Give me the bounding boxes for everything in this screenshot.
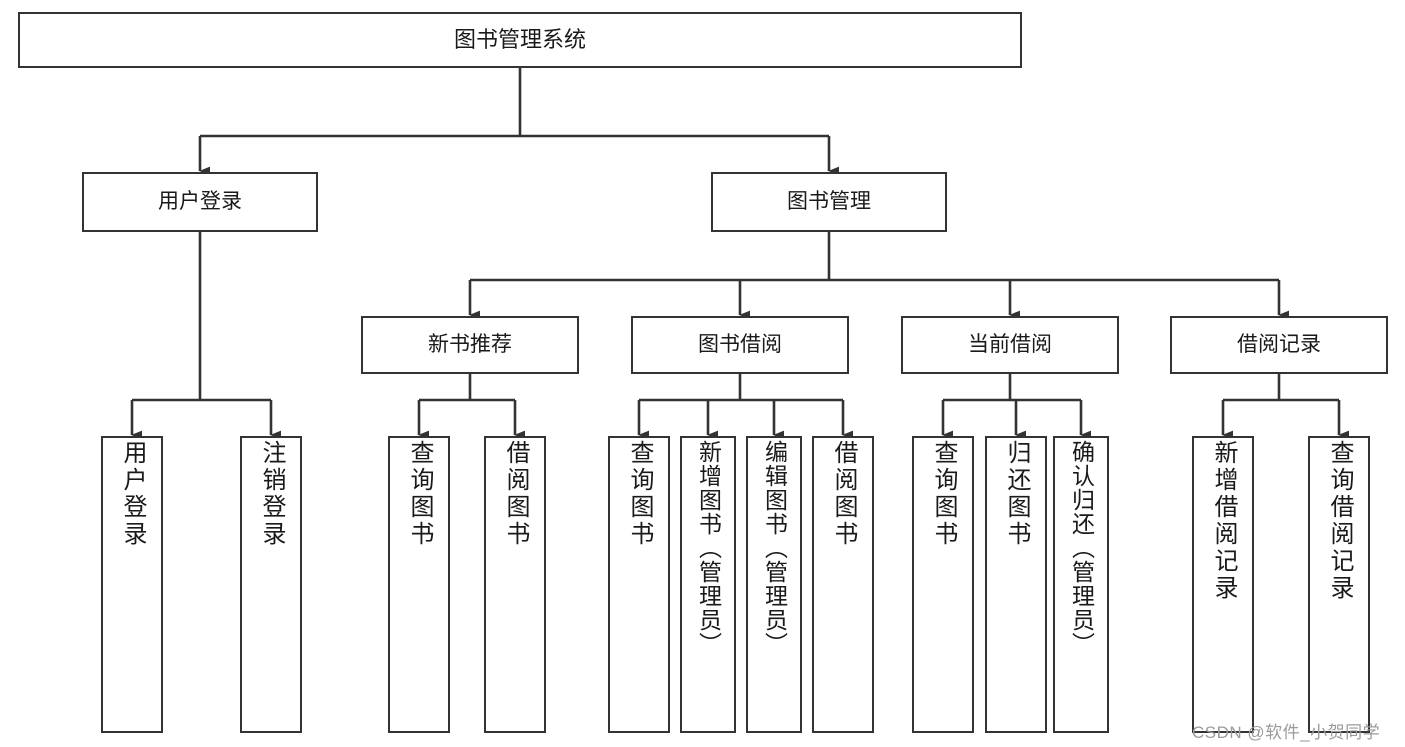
node-leaf-borrow-book[interactable]: 借阅图书 — [812, 436, 874, 733]
node-leaf-logout-login[interactable]: 注销登录 — [240, 436, 302, 733]
node-label: 当前借阅 — [968, 333, 1052, 357]
node-label: 查询图书 — [406, 440, 433, 548]
node-leaf-add-borrow-record[interactable]: 新增借阅记录 — [1192, 436, 1254, 733]
node-leaf-return-book[interactable]: 归还图书 — [985, 436, 1047, 733]
node-root[interactable]: 图书管理系统 — [18, 12, 1022, 68]
node-leaf-query-borrow-record[interactable]: 查询借阅记录 — [1308, 436, 1370, 733]
node-label: 图书借阅 — [698, 333, 782, 357]
node-leaf-confirm-return-admin[interactable]: 确认归还（管理员） — [1053, 436, 1109, 733]
node-current-borrow[interactable]: 当前借阅 — [901, 316, 1119, 374]
node-leaf-query-book-borrow[interactable]: 查询图书 — [608, 436, 670, 733]
node-leaf-add-book-admin[interactable]: 新增图书（管理员） — [680, 436, 736, 733]
node-label: 图书管理系统 — [453, 26, 586, 52]
node-label: 借阅图书 — [830, 440, 857, 548]
node-label: 新增图书（管理员） — [695, 440, 722, 656]
csdn-watermark: CSDN @软件_小贺同学 — [1192, 723, 1381, 742]
node-borrow-records[interactable]: 借阅记录 — [1170, 316, 1388, 374]
node-label: 借阅图书 — [502, 440, 529, 548]
node-leaf-query-book-current[interactable]: 查询图书 — [912, 436, 974, 733]
node-label: 编辑图书（管理员） — [761, 440, 788, 656]
node-book-manage[interactable]: 图书管理 — [711, 172, 947, 232]
node-user-login[interactable]: 用户登录 — [82, 172, 318, 232]
node-new-book-recommend[interactable]: 新书推荐 — [361, 316, 579, 374]
node-label: 注销登录 — [258, 440, 285, 548]
node-book-borrow[interactable]: 图书借阅 — [631, 316, 849, 374]
node-label: 查询图书 — [930, 440, 957, 548]
node-label: 归还图书 — [1003, 440, 1030, 548]
node-label: 新书推荐 — [428, 333, 512, 357]
node-label: 查询图书 — [626, 440, 653, 548]
node-leaf-user-login[interactable]: 用户登录 — [101, 436, 163, 733]
node-leaf-query-book-new[interactable]: 查询图书 — [388, 436, 450, 733]
node-label: 图书管理 — [787, 190, 871, 214]
node-leaf-borrow-book-new[interactable]: 借阅图书 — [484, 436, 546, 733]
node-label: 确认归还（管理员） — [1068, 440, 1095, 656]
node-label: 查询借阅记录 — [1326, 440, 1353, 602]
node-label: 新增借阅记录 — [1210, 440, 1237, 602]
node-label: 用户登录 — [119, 440, 146, 548]
node-label: 借阅记录 — [1237, 333, 1321, 357]
node-leaf-edit-book-admin[interactable]: 编辑图书（管理员） — [746, 436, 802, 733]
node-label: 用户登录 — [158, 190, 242, 214]
